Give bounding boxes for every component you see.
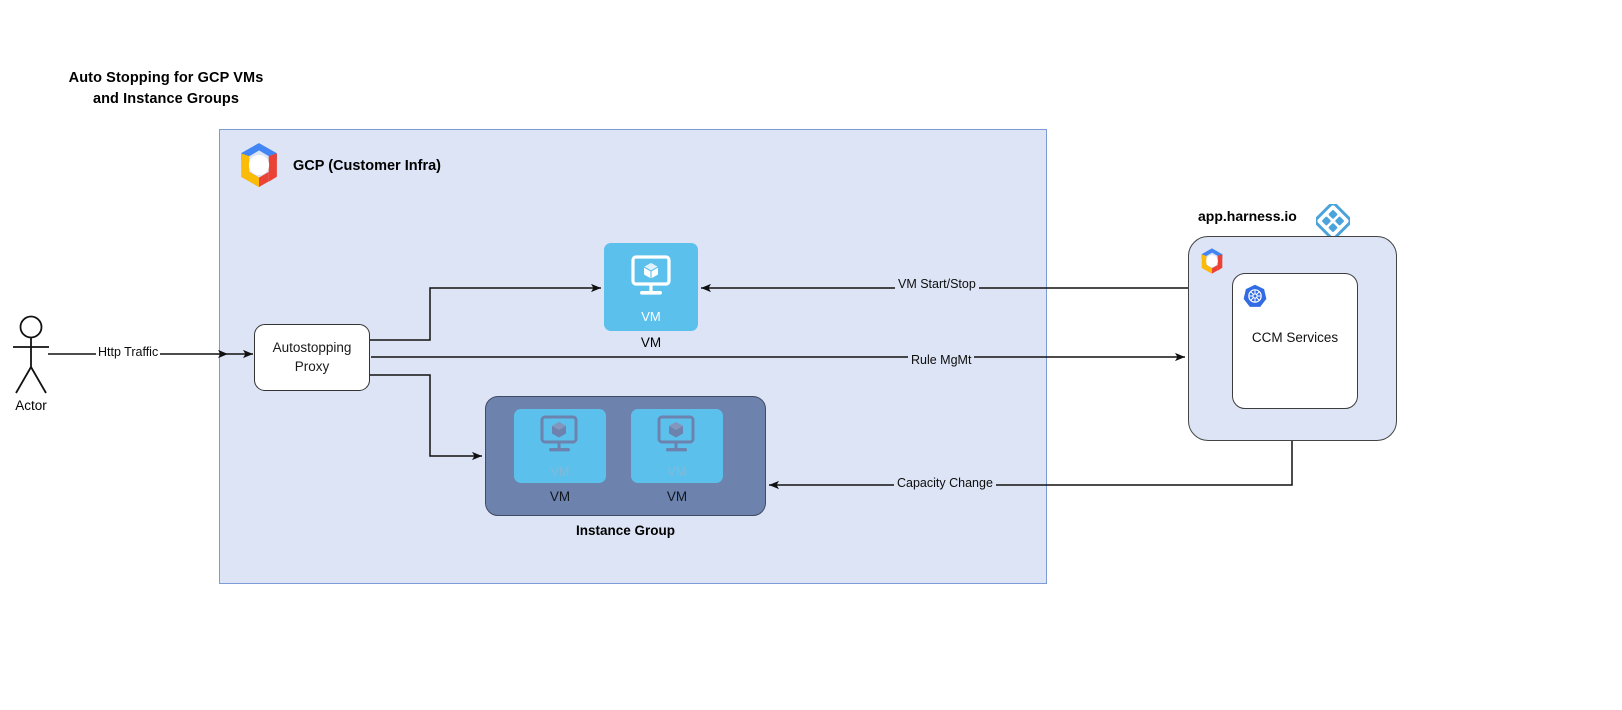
- instance-group-caption: Instance Group: [575, 523, 675, 538]
- edge-label-rule-mgmt: Rule MgMt: [908, 353, 975, 367]
- vm-monitor-cube-icon: [657, 415, 695, 452]
- kubernetes-helm-logo-icon: [1242, 283, 1268, 314]
- vm-node[interactable]: VM: [604, 243, 698, 331]
- instance-group-container: VM VM VM VM: [485, 396, 766, 516]
- gcp-hexagon-logo-icon: [1197, 246, 1227, 281]
- edge-label-vm-start-stop: VM Start/Stop: [895, 277, 979, 291]
- ccm-services-label: CCM Services: [1251, 330, 1339, 345]
- instance-group-vm-1[interactable]: VM: [631, 409, 723, 483]
- actor-label: Actor: [15, 398, 47, 413]
- edge-label-capacity-change: Capacity Change: [894, 476, 996, 490]
- vm-monitor-cube-icon: [540, 415, 578, 452]
- instance-group-vm-0-inner-label: VM: [550, 465, 570, 479]
- autostopping-proxy-label: Autostopping Proxy: [273, 339, 352, 375]
- edge-label-http-traffic: Http Traffic: [96, 345, 161, 359]
- autostopping-proxy-label-line-2: Proxy: [294, 358, 330, 374]
- instance-group-vm-1-caption: VM: [666, 489, 688, 504]
- page-title: Auto Stopping for GCP VMs and Instance G…: [46, 68, 286, 110]
- instance-group-vm-1-inner-label: VM: [667, 465, 687, 479]
- instance-group-vm-0-caption: VM: [549, 489, 571, 504]
- autostopping-proxy-label-line-1: Autostopping: [272, 340, 352, 356]
- actor-stick-figure-icon: [8, 315, 54, 402]
- harness-panel: CCM Services: [1188, 236, 1397, 441]
- harness-diamond-logo-icon: [1314, 202, 1352, 243]
- vm-node-caption: VM: [640, 335, 662, 350]
- title-line-2: and Instance Groups: [92, 91, 240, 108]
- vm-monitor-cube-icon: [631, 255, 671, 295]
- vm-node-inner-label: VM: [641, 309, 661, 324]
- harness-title: app.harness.io: [1198, 208, 1297, 224]
- gcp-container-label: GCP (Customer Infra): [293, 158, 441, 174]
- ccm-services-box[interactable]: CCM Services: [1232, 273, 1358, 409]
- autostopping-proxy-node[interactable]: Autostopping Proxy: [254, 324, 370, 391]
- title-line-1: Auto Stopping for GCP VMs: [68, 70, 264, 86]
- gcp-hexagon-logo-icon: [233, 139, 285, 196]
- instance-group-vm-0[interactable]: VM: [514, 409, 606, 483]
